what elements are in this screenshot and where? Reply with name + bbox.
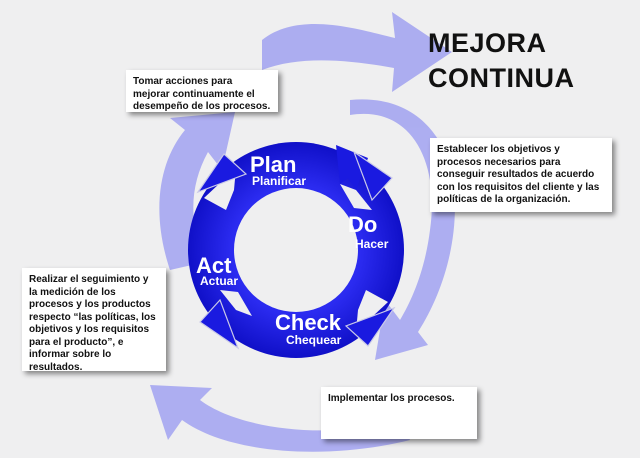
arrowhead-to-check	[344, 306, 396, 347]
label-check: Check	[275, 310, 342, 335]
label-act: Act	[196, 253, 232, 278]
note-do: Implementar los procesos.	[321, 387, 477, 439]
diagram-title: MEJORA CONTINUA	[428, 26, 575, 96]
title-line-1: MEJORA	[428, 28, 547, 58]
label-act-sub: Actuar	[200, 274, 238, 288]
label-plan: Plan	[250, 152, 296, 177]
outer-arrow-left	[159, 112, 235, 270]
title-line-2: CONTINUA	[428, 63, 575, 93]
pdca-ring	[188, 142, 404, 358]
note-act: Tomar acciones para mejorar continuament…	[126, 70, 278, 112]
label-do: Do	[348, 212, 377, 237]
note-plan: Establecer los objetivos y procesos nece…	[430, 138, 612, 212]
label-check-sub: Chequear	[286, 333, 342, 347]
label-plan-sub: Planificar	[252, 174, 306, 188]
cycle-labels: Plan Planificar Do Hacer Check Chequear …	[196, 152, 389, 347]
note-check: Realizar el seguimiento y la medición de…	[22, 268, 166, 373]
arrowhead-to-do	[352, 150, 393, 202]
outer-arrow-right	[350, 99, 455, 360]
outer-arrow-top	[262, 12, 452, 92]
arrowhead-to-plan	[196, 153, 248, 194]
label-do-sub: Hacer	[355, 237, 389, 251]
arrowhead-to-act	[199, 298, 240, 350]
